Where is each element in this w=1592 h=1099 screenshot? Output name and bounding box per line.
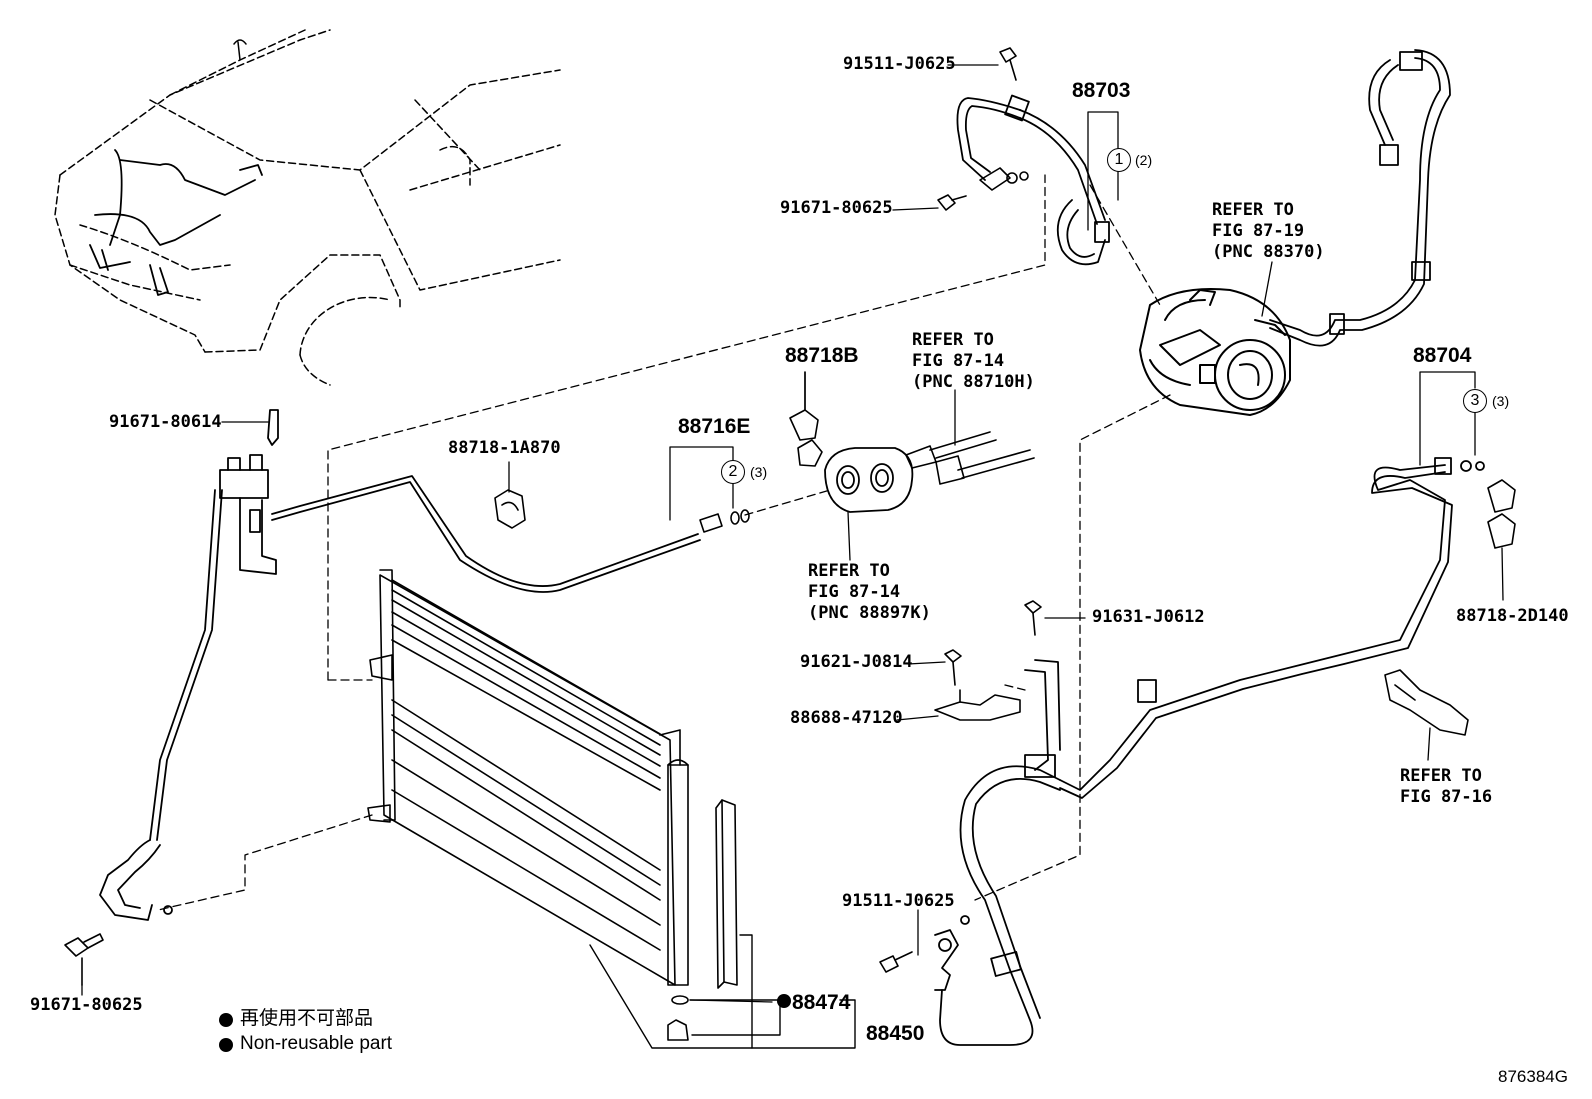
clamp-88718-1A870-icon [494, 489, 526, 529]
ref-fig-87-16: REFER TO FIG 87-16 [1400, 766, 1492, 808]
label-88703: 88703 [1072, 79, 1131, 102]
bolt-91671-top-icon [937, 194, 967, 211]
condenser-icon [367, 569, 689, 986]
callout-1-qty: (2) [1135, 152, 1153, 168]
callout-2-qty: (3) [750, 464, 768, 480]
label-88704: 88704 [1413, 344, 1472, 367]
car-hood-lines [89, 149, 263, 296]
label-88718-1a870: 88718-1A870 [448, 438, 561, 458]
legend-english: Non-reusable part [240, 1033, 393, 1054]
bolt-bottom-left-icon [64, 933, 104, 986]
ref-fig-87-14-bottom: REFER TO FIG 87-14 (PNC 88897K) [808, 561, 931, 624]
plate-88897K-icon [824, 447, 914, 513]
receiver-bracket-icon [219, 409, 279, 575]
compressor-icon [1139, 288, 1291, 416]
tube-end-88716E-icon [699, 509, 750, 533]
label-91671-80614: 91671-80614 [109, 412, 222, 432]
clamp-88718B-icon [789, 371, 823, 467]
label-91621-j0814: 91621-J0814 [800, 652, 913, 672]
label-91511-j0625-bottom: 91511-J0625 [842, 891, 955, 911]
label-88450: 88450 [866, 1022, 925, 1045]
bolt-91621-icon [944, 649, 962, 686]
label-88718-2d140: 88718-2D140 [1456, 606, 1569, 626]
ref-fig-87-14-top-line3: (PNC 88710H) [912, 372, 1035, 392]
label-91631-j0612: 91631-J0612 [1092, 607, 1205, 627]
label-91671-80625-bottom: 91671-80625 [30, 995, 143, 1015]
liquid-pipe-left [149, 475, 701, 841]
label-91671-80625-top: 91671-80625 [780, 198, 893, 218]
desiccant-element-icon [667, 799, 738, 1041]
callout-1: 1 [1107, 148, 1131, 172]
label-88474: 88474 [792, 991, 851, 1014]
ref-fig-87-16-line2: FIG 87-16 [1400, 787, 1493, 807]
legend-dot-english [219, 1038, 233, 1052]
ref-fig-87-19-line1: REFER TO [1212, 200, 1294, 220]
leader-lines [81, 64, 1504, 1003]
bolt-91631-icon [1024, 600, 1042, 636]
bracket-88688-icon [934, 689, 1021, 721]
bracket-87-16-icon [1384, 669, 1469, 736]
suction-tube-88704 [1059, 457, 1485, 799]
non-reusable-dot-88474 [777, 994, 791, 1008]
clamp-88718-2D140-icon [1487, 479, 1516, 549]
callout-2: 2 [721, 460, 745, 484]
car-sketch [54, 29, 561, 386]
callout-3-qty: (3) [1492, 393, 1510, 409]
ref-fig-87-14-bottom-line2: FIG 87-14 [808, 582, 901, 602]
figure-id: 876384G [1498, 1067, 1568, 1086]
ref-fig-87-19-line3: (PNC 88370) [1212, 242, 1325, 262]
pipe-88710H-icon [905, 431, 1035, 485]
ref-fig-87-14-top: REFER TO FIG 87-14 (PNC 88710H) [912, 330, 1035, 393]
ref-fig-87-16-line1: REFER TO [1400, 766, 1482, 786]
bolt-91511-bottom-icon [879, 951, 913, 973]
ref-fig-87-19: REFER TO FIG 87-19 (PNC 88370) [1212, 200, 1325, 263]
bolt-91511-top-icon [999, 47, 1017, 81]
compressor-wiring [1269, 49, 1451, 347]
label-88716e: 88716E [678, 415, 751, 438]
hose-fitting-88703-icon [979, 167, 1029, 191]
label-88718b: 88718B [785, 344, 859, 367]
legend-japanese: 再使用不可部品 [240, 1008, 374, 1029]
callout-3: 3 [1463, 389, 1487, 413]
legend-dot-japanese [219, 1013, 233, 1027]
discharge-hose-88703 [956, 94, 1110, 266]
bottom-left-fitting-icon [99, 839, 173, 921]
ref-fig-87-14-bottom-line3: (PNC 88897K) [808, 603, 931, 623]
ref-fig-87-14-bottom-line1: REFER TO [808, 561, 890, 581]
label-91511-j0625-top: 91511-J0625 [843, 54, 956, 74]
label-88688-47120: 88688-47120 [790, 708, 903, 728]
ref-fig-87-14-top-line2: FIG 87-14 [912, 351, 1005, 371]
ref-fig-87-19-line2: FIG 87-19 [1212, 221, 1305, 241]
ref-fig-87-14-top-line1: REFER TO [912, 330, 994, 350]
car-antenna-icon [233, 39, 247, 61]
dashed-guide-lines [157, 174, 1171, 911]
suction-hose-lower [934, 659, 1061, 1046]
